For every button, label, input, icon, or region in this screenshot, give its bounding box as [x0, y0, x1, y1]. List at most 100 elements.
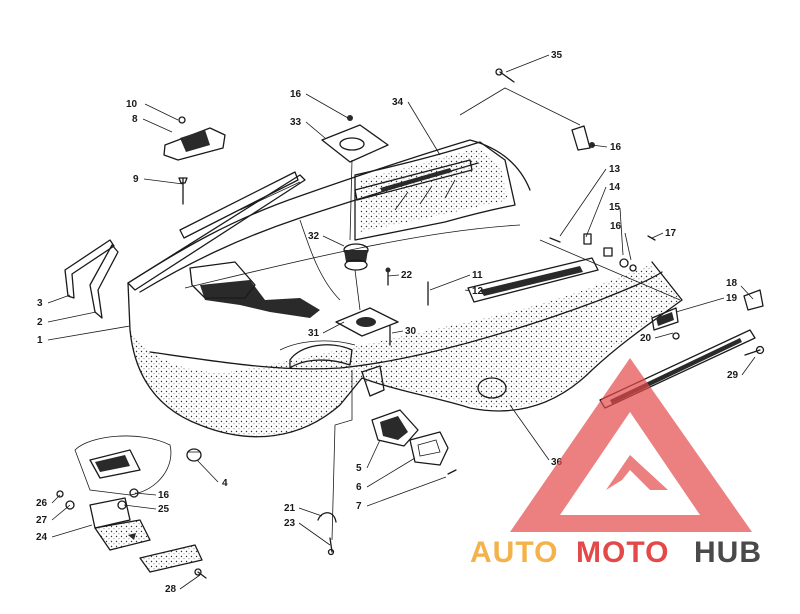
callout-leader-12 — [464, 289, 471, 292]
callout-label-6: 6 — [356, 482, 362, 493]
callout-leader-16 — [591, 144, 608, 148]
callout-leader-32 — [322, 235, 345, 247]
callout-leader-15 — [619, 207, 624, 256]
callout-label-15: 15 — [609, 202, 621, 213]
mount-plate-33 — [321, 115, 389, 241]
callout-leader-33 — [305, 121, 326, 139]
callout-leader-31 — [322, 321, 345, 334]
callout-label-12: 12 — [472, 286, 484, 297]
callout-label-10: 10 — [126, 99, 138, 110]
callout-label-24: 24 — [36, 532, 48, 543]
watermark-auto: AUTO — [470, 536, 558, 569]
callout-label-11: 11 — [472, 270, 483, 281]
callout-leader-35 — [505, 54, 550, 73]
callout-leader-36 — [509, 404, 550, 461]
callout-leader-14 — [585, 186, 607, 238]
callout-label-2: 2 — [37, 317, 43, 328]
callout-label-9: 9 — [133, 174, 139, 185]
callout-leader-24 — [51, 524, 93, 538]
callout-label-23: 23 — [284, 518, 296, 529]
callout-layer: 1234567891011121314151616161617181920212… — [36, 50, 756, 595]
watermark-logo: AUTO MOTO HUB — [470, 358, 762, 569]
callout-label-8: 8 — [132, 114, 138, 125]
callout-label-7: 7 — [356, 501, 362, 512]
callout-label-32: 32 — [308, 231, 320, 242]
callout-label-1: 1 — [37, 335, 43, 346]
grommet-32 — [343, 243, 369, 271]
callout-label-13: 13 — [609, 164, 621, 175]
callout-leader-2 — [47, 311, 97, 323]
callout-label-27: 27 — [36, 515, 48, 526]
callout-leader-18 — [740, 285, 754, 300]
watermark-inner-triangle-icon — [606, 455, 668, 490]
callout-leader-29 — [741, 356, 756, 376]
callout-label-20: 20 — [640, 333, 652, 344]
callout-leader-20 — [654, 332, 674, 339]
callout-label-17: 17 — [665, 228, 677, 239]
screw-9 — [178, 177, 188, 205]
callout-leader-34 — [407, 101, 441, 156]
callout-label-22: 22 — [401, 270, 413, 281]
watermark-triangle-icon — [510, 358, 752, 532]
hitch-assembly — [56, 435, 207, 579]
bolt-35 — [459, 68, 595, 151]
callout-leader-5 — [366, 439, 381, 469]
callout-label-25: 25 — [158, 504, 170, 515]
callout-label-5: 5 — [356, 463, 362, 474]
callout-leader-25 — [123, 504, 157, 510]
callout-leader-3 — [47, 294, 71, 304]
callout-label-34: 34 — [392, 97, 404, 108]
callout-leader-28 — [179, 574, 201, 590]
callout-leader-1 — [47, 325, 131, 341]
belly-pan — [127, 139, 683, 462]
callout-leader-13 — [559, 168, 607, 237]
callout-label-21: 21 — [284, 503, 296, 514]
callout-leader-8 — [142, 118, 173, 133]
callout-label-19: 19 — [726, 293, 738, 304]
callout-leader-11 — [429, 274, 471, 291]
callout-leader-7 — [366, 476, 447, 507]
watermark-hub: HUB — [694, 536, 762, 569]
hardware-13-17 — [539, 233, 681, 301]
callout-leader-9 — [143, 178, 184, 185]
callout-label-31: 31 — [308, 328, 320, 339]
front-cover-5-7 — [371, 409, 457, 475]
callout-leader-17 — [651, 232, 664, 239]
callout-leader-21 — [298, 507, 323, 517]
watermark-moto: MOTO — [576, 536, 669, 569]
callout-leader-23 — [298, 522, 331, 546]
lower-bracket — [317, 365, 385, 556]
callout-label-28: 28 — [165, 584, 177, 595]
callout-leader-19 — [675, 297, 725, 313]
callout-label-18: 18 — [726, 278, 738, 289]
callout-label-35: 35 — [551, 50, 563, 61]
callout-leader-22 — [387, 274, 400, 277]
callout-label-26: 26 — [36, 498, 48, 509]
callout-label-30: 30 — [405, 326, 417, 337]
callout-label-36: 36 — [551, 457, 563, 468]
callout-leader-16 — [624, 232, 632, 261]
callout-label-16: 16 — [610, 142, 622, 153]
callout-leader-16 — [134, 492, 157, 496]
side-rail-left — [64, 239, 119, 319]
callout-label-16: 16 — [158, 490, 170, 501]
callout-label-14: 14 — [609, 182, 621, 193]
callout-leader-26 — [51, 494, 61, 504]
callout-label-3: 3 — [37, 298, 43, 309]
callout-leader-16 — [305, 93, 349, 119]
callout-leader-6 — [366, 457, 416, 488]
callout-leader-4 — [196, 459, 219, 483]
top-ledge — [179, 171, 301, 239]
callout-leader-10 — [144, 103, 179, 121]
latch-bracket — [163, 116, 226, 161]
callout-label-4: 4 — [222, 478, 228, 489]
callout-label-29: 29 — [727, 370, 739, 381]
callout-label-16: 16 — [610, 221, 622, 232]
plate-31 — [335, 269, 399, 337]
callout-label-33: 33 — [290, 117, 302, 128]
callout-leader-27 — [51, 504, 71, 521]
callout-leader-30 — [391, 330, 404, 334]
callout-label-16: 16 — [290, 89, 302, 100]
